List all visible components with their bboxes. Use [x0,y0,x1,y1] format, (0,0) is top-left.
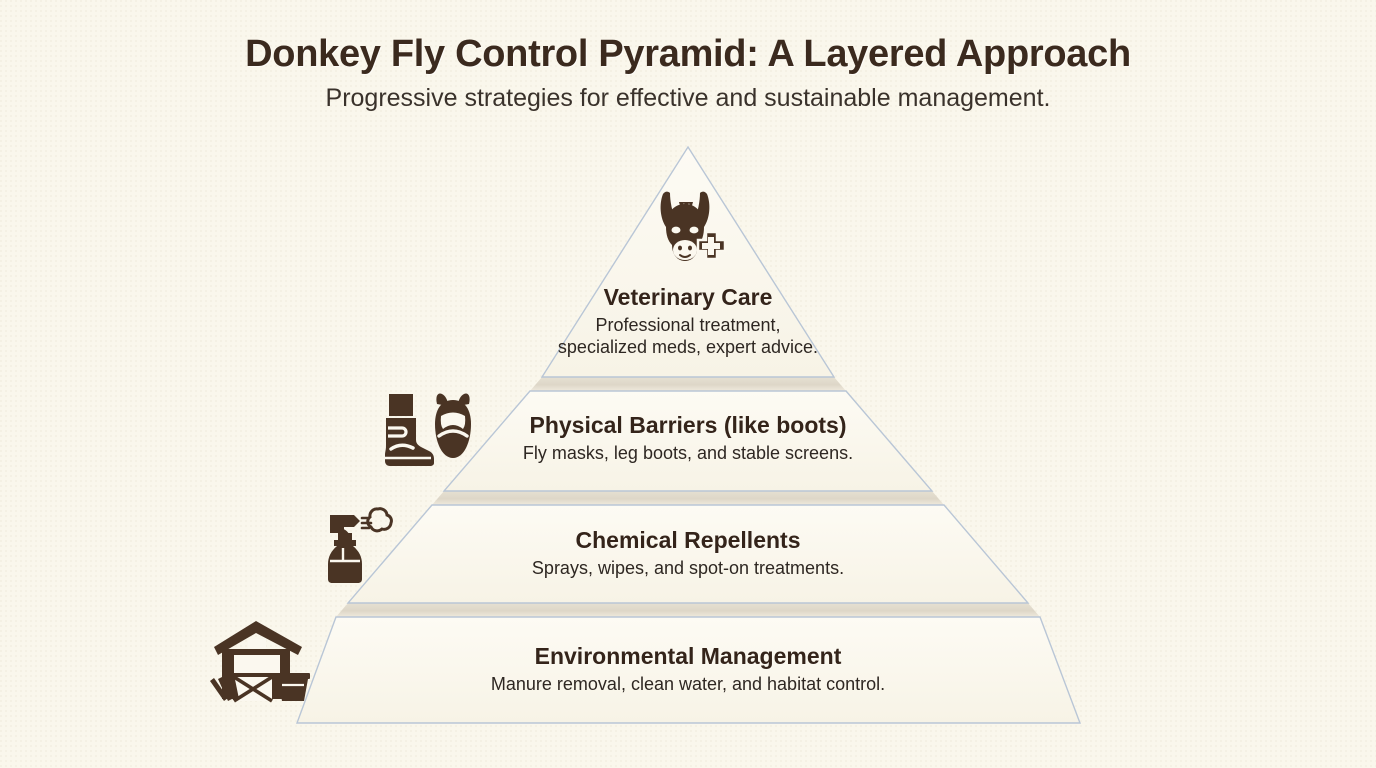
tier-description: Professional treatment, specialized meds… [488,315,888,359]
tier-title: Physical Barriers (like boots) [529,412,847,438]
header: Donkey Fly Control Pyramid: A Layered Ap… [0,0,1376,113]
tier-text-chemical-repellents: Chemical Repellents Sprays, wipes, and s… [388,527,988,580]
spray-bottle-icon [316,503,398,585]
tier-description-line: specialized meds, expert advice. [557,337,819,358]
tier-description: Manure removal, clean water, and habitat… [490,674,886,695]
pyramid-tier-environmental-management[interactable] [295,616,1082,724]
donkey-head-medical-cross-icon [653,188,727,272]
tier-separator-2 [432,491,944,505]
page-subtitle: Progressive strategies for effective and… [325,84,1051,112]
pyramid-tier-veterinary-care[interactable] [540,145,836,378]
pyramid-tier-physical-barriers[interactable] [442,390,934,492]
tier-text-veterinary-care: Veterinary Care Professional treatment, … [488,284,888,359]
barn-pitchfork-bucket-icon [206,617,316,707]
tier-text-environmental-management: Environmental Management Manure removal,… [318,643,1058,696]
tier-separator-3 [336,603,1040,617]
boot-and-fly-mask-icon [379,390,473,470]
tier-title: Environmental Management [534,643,842,669]
page-title: Donkey Fly Control Pyramid: A Layered Ap… [245,33,1131,75]
tier-title: Chemical Repellents [575,527,801,553]
tier-description-line: Professional treatment, [595,315,781,336]
tier-title: Veterinary Care [603,284,773,310]
tier-description: Fly masks, leg boots, and stable screens… [522,443,854,464]
pyramid-tier-chemical-repellents[interactable] [346,504,1030,604]
tier-separator-1 [530,377,846,391]
tier-text-physical-barriers: Physical Barriers (like boots) Fly masks… [438,412,938,465]
tier-description: Sprays, wipes, and spot-on treatments. [531,558,845,579]
